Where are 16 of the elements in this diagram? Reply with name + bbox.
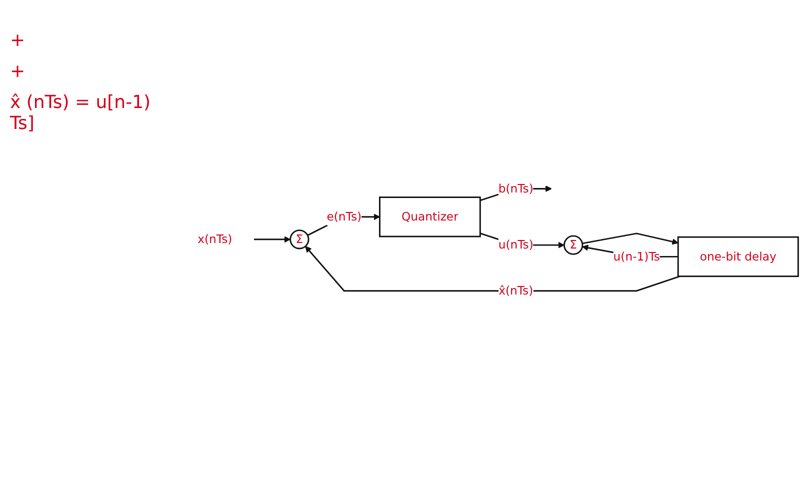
node-box: Quantizer xyxy=(379,196,481,238)
edge-label: b(nTs) xyxy=(498,182,534,196)
arrow xyxy=(254,236,291,243)
note-text: + xyxy=(10,30,26,51)
note-text: + xyxy=(10,61,26,82)
edge-label: x̂(nTs) xyxy=(498,284,534,298)
note-text: x̂ (nTs) = u[n-1) Ts] xyxy=(10,92,152,134)
edge-label: e(nTs) xyxy=(326,210,362,224)
arrow xyxy=(305,246,680,292)
node-text: x(nTs) xyxy=(198,232,232,246)
edge-label: u(n-1)Ts xyxy=(613,250,660,264)
node-circle: Σ xyxy=(564,236,584,256)
arrow xyxy=(582,233,678,246)
node-circle: Σ xyxy=(290,230,310,250)
node-box: one-bit delay xyxy=(677,236,799,278)
edge-label: u(nTs) xyxy=(498,238,534,252)
